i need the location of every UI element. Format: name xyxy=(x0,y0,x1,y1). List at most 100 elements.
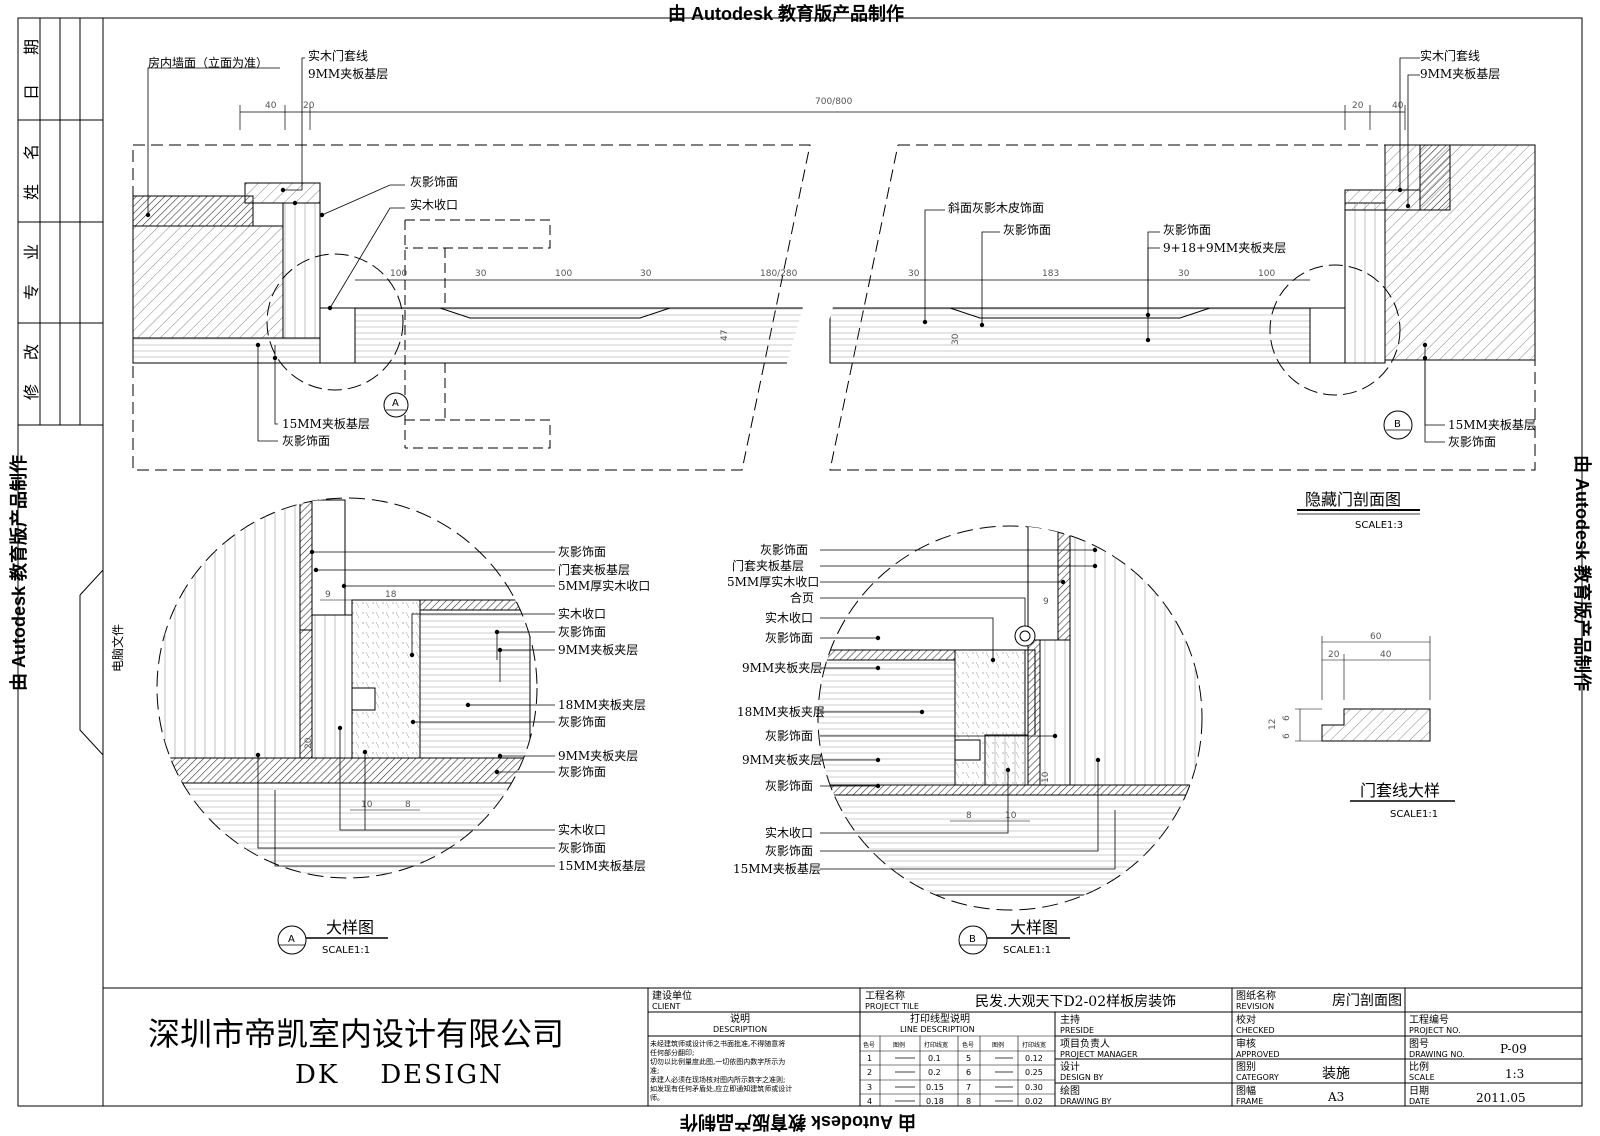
detail-b-dim: 9 xyxy=(1043,597,1049,607)
detail-b-label: 9MM夹板夹层 xyxy=(742,661,822,675)
detail-a-dim: 18 xyxy=(385,590,397,600)
frame-dim: 40 xyxy=(1380,650,1392,660)
frame-dim: 12 xyxy=(1268,719,1278,730)
dim-mid: 30 xyxy=(640,269,652,279)
project-title-cn: 工程名称 xyxy=(865,989,905,1002)
detail-a-label: 18MM夹板夹层 xyxy=(558,698,646,712)
project-no-cn: 工程编号 xyxy=(1409,1013,1449,1026)
detail-a: 9 18 20 10 8 灰影饰 xyxy=(156,497,650,956)
line-cell: 7 xyxy=(966,1083,971,1092)
category-en: CATEGORY xyxy=(1236,1073,1279,1082)
desc-cn: 说明 xyxy=(730,1012,750,1025)
detail-b-letter: B xyxy=(969,934,976,945)
desc-line: 任何部分翻印; xyxy=(650,1048,694,1057)
watermark-top: 由 Autodesk 教育版产品制作 xyxy=(668,4,905,24)
line-cell: 1 xyxy=(867,1054,872,1063)
main-label: 灰影饰面 xyxy=(1163,223,1211,237)
scale-value: 1:3 xyxy=(1505,1067,1524,1081)
scale-cn: 比例 xyxy=(1409,1060,1429,1073)
main-label: 9MM夹板基层 xyxy=(308,67,388,81)
date-cn: 日期 xyxy=(1409,1085,1429,1097)
dim-side: 47 xyxy=(720,330,730,341)
main-label: 灰影饰面 xyxy=(410,175,458,189)
frame-detail: 60 20 40 12 6 6 门套线大样 SCALE1:1 xyxy=(1268,632,1455,820)
detail-b-label: 灰影饰面 xyxy=(760,543,808,557)
dim-top: 700/800 xyxy=(815,97,853,107)
main-label: 9+18+9MM夹板夹层 xyxy=(1163,241,1286,255)
desc-line: 准; xyxy=(650,1066,659,1075)
line-header: 图例 xyxy=(992,1041,1004,1049)
detail-a-dim: 8 xyxy=(405,800,411,810)
detail-b-dim: 10 xyxy=(1041,771,1051,783)
pm-cn: 项目负责人 xyxy=(1060,1037,1110,1050)
detail-a-label: 15MM夹板基层 xyxy=(558,859,646,873)
design-cn: 设计 xyxy=(1060,1060,1080,1073)
side-table-item: 期 xyxy=(22,39,41,55)
detail-b-label: 18MM夹板夹层 xyxy=(737,705,825,719)
desc-line: 切勿以比例量度此图,一切依图内数字所示为 xyxy=(650,1057,785,1066)
dim-mid: 100 xyxy=(390,269,407,279)
line-desc-en: LINE DESCRIPTION xyxy=(900,1025,975,1034)
side-table-item: 修 xyxy=(22,384,41,400)
frame-dim: 20 xyxy=(1328,650,1340,660)
detail-b-label: 实木收口 xyxy=(765,610,813,625)
frame-cn: 图幅 xyxy=(1236,1084,1256,1097)
frame-value: A3 xyxy=(1327,1090,1344,1104)
detail-b-label: 合页 xyxy=(790,590,814,605)
approved-cn: 审核 xyxy=(1236,1037,1256,1050)
detail-a-label: 灰影饰面 xyxy=(558,625,606,639)
client-cn: 建设单位 xyxy=(652,989,692,1002)
line-desc-cn: 打印线型说明 xyxy=(910,1012,970,1025)
main-label: 实木门套线 xyxy=(1420,48,1480,63)
line-cell: 6 xyxy=(966,1068,971,1077)
side-table: 修 改 专 业 姓 名 日 期 xyxy=(22,39,41,400)
detail-b-label: 灰影饰面 xyxy=(765,631,813,645)
project-title-en: PROJECT TILE xyxy=(865,1002,919,1011)
detail-b-label: 灰影饰面 xyxy=(765,779,813,793)
dim-mid: 30 xyxy=(475,269,487,279)
main-label: 灰影饰面 xyxy=(282,434,330,448)
line-header: 打印线宽 xyxy=(1022,1041,1046,1049)
dim-mid: 180/280 xyxy=(760,269,798,279)
detail-a-dim: 10 xyxy=(361,800,373,810)
line-cell: 5 xyxy=(966,1054,971,1063)
client-en: CLIENT xyxy=(652,1002,680,1011)
drawing-name: 房门剖面图 xyxy=(1332,993,1402,1009)
detail-a-label: 9MM夹板夹层 xyxy=(558,643,638,657)
line-header: 色号 xyxy=(863,1041,875,1049)
line-cell: 0.25 xyxy=(1025,1068,1043,1077)
detail-b-dim: 10 xyxy=(1005,811,1017,821)
detail-b-label: 灰影饰面 xyxy=(765,844,813,858)
line-cell: 0.15 xyxy=(926,1083,944,1092)
detail-a-label: 实木收口 xyxy=(558,822,606,837)
detail-b-label: 15MM夹板基层 xyxy=(733,862,821,876)
detail-a-label: 9MM夹板夹层 xyxy=(558,749,638,763)
line-header: 打印线宽 xyxy=(924,1041,948,1049)
drawing-cn: 绘图 xyxy=(1060,1084,1080,1097)
main-label: 15MM夹板基层 xyxy=(282,417,370,431)
detail-b-label: 灰影饰面 xyxy=(765,729,813,743)
detail-b-label: 实木收口 xyxy=(765,825,813,840)
dim-top: 20 xyxy=(303,101,315,111)
dim-mid: 183 xyxy=(1042,269,1059,279)
preside-en: PRESIDE xyxy=(1060,1026,1094,1035)
revision-en: REVISION xyxy=(1236,1002,1274,1011)
desc-line: 未经建筑师或设计师之书面批准,不得随意将 xyxy=(650,1039,785,1048)
frame-dim: 6 xyxy=(1282,715,1292,721)
title-block: 深圳市帝凯室内设计有限公司 DK DESIGN 建设单位 CLIENT 说明 D… xyxy=(103,987,1582,1106)
project-name: 民发.大观天下D2-02样板房装饰 xyxy=(975,994,1176,1010)
detail-a-dim: 9 xyxy=(325,590,331,600)
line-cell: 0.30 xyxy=(1025,1083,1043,1092)
main-label: 实木收口 xyxy=(410,197,458,212)
callout-a: A xyxy=(392,398,399,409)
line-cell: 4 xyxy=(867,1097,872,1106)
side-table-item: 日 xyxy=(22,84,41,100)
detail-a-label: 灰影饰面 xyxy=(558,765,606,779)
line-cell: 3 xyxy=(867,1083,872,1092)
line-cell: 0.12 xyxy=(1025,1054,1043,1063)
desc-line: 师。 xyxy=(650,1093,664,1102)
drawing-no-cn: 图号 xyxy=(1409,1038,1429,1050)
drawing-no-en: DRAWING NO. xyxy=(1409,1050,1465,1059)
side-table-item: 姓 xyxy=(22,184,41,200)
main-title: 隐藏门剖面图 xyxy=(1305,490,1401,509)
